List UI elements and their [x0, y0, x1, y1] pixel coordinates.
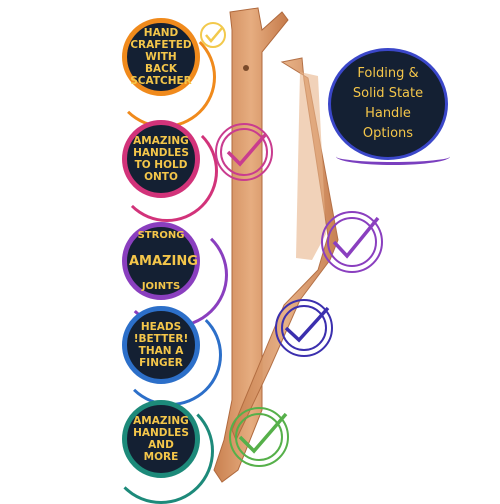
badge-swoosh — [116, 120, 218, 222]
badge-label: AMAZING HANDLES AND MORE — [133, 415, 189, 463]
feature-badge-joints: STRONG AMAZING JOINTS — [122, 222, 200, 300]
feature-badge-handcrafted: HAND CRAFETED WITH BACK SCATCHER — [122, 18, 200, 96]
checkmark-circle-icon — [200, 22, 226, 48]
feature-badge-shadow — [336, 148, 450, 165]
feature-badge-handles: AMAZING HANDLES TO HOLD ONTO — [122, 120, 200, 198]
feature-badge-more: AMAZING HANDLES AND MORE — [122, 400, 200, 478]
badge-label: HEADS !BETTER! THAN A FINGER — [133, 321, 189, 369]
folding-options-label: Folding & Solid State Handle Options — [352, 66, 424, 141]
feature-badge-heads: HEADS !BETTER! THAN A FINGER — [122, 306, 200, 384]
badge-label: HAND CRAFETED WITH BACK SCATCHER — [130, 27, 192, 87]
badge-label: AMAZING HANDLES TO HOLD ONTO — [133, 135, 189, 183]
folding-options-badge: Folding & Solid State Handle Options — [328, 48, 448, 160]
checkmark-circle-icon — [215, 123, 273, 181]
badge-label-highlight: AMAZING — [129, 253, 198, 269]
badge-label-top: STRONG — [137, 229, 185, 241]
checkmark-circle-icon — [229, 407, 289, 467]
badge-label: STRONG AMAZING JOINTS — [129, 218, 198, 305]
checkmark-circle-icon — [321, 211, 383, 273]
checkmark-circle-icon — [275, 299, 333, 357]
badge-label-bottom: JOINTS — [141, 280, 181, 292]
